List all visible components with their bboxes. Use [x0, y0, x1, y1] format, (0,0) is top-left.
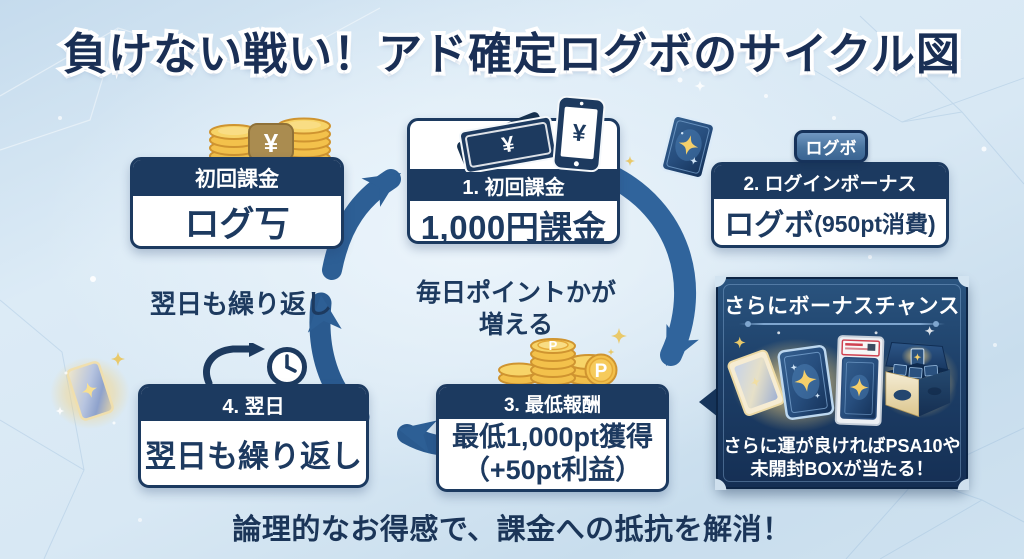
card-step3-body: 最低1,000pt獲得 （+50pt利益） — [439, 419, 666, 489]
bonus-panel: さらにボーナスチャンス — [715, 276, 969, 490]
card-step2-header: 2. ログインボーナス — [714, 165, 946, 199]
card-step2: 2. ログインボーナス ログボ(950pt消費) — [711, 162, 949, 248]
repeat-clock-icon — [203, 343, 307, 387]
tagline: 論理的なお得感で、課金への抵抗を解消！ — [232, 514, 792, 546]
bonus-cards-illustration — [727, 325, 958, 433]
login-card-icon — [660, 114, 716, 180]
repeat-note: 翌日も繰り返し — [150, 289, 333, 319]
card-step4-body: 翌日も繰り返し — [145, 438, 362, 474]
card-precharge: 初回課金 ログ丂 — [130, 157, 344, 249]
daily-points-note: 毎日ポイントかが 増える — [400, 277, 632, 341]
yen-tag-symbol: ¥ — [264, 128, 279, 158]
bonus-panel-title: さらにボーナスチャンス — [724, 295, 960, 318]
coin-point-symbol-front: P — [595, 361, 608, 382]
card-step3-body-line2: （+50pt利益） — [462, 455, 643, 485]
daily-points-note-line1: 毎日ポイントかが — [415, 279, 616, 307]
daily-points-note-line2: 増える — [478, 311, 554, 339]
card-step1: 1. 初回課金 1,000円課金 — [407, 118, 620, 244]
card-step2-body-main: ログボ — [724, 209, 815, 242]
card-step3-body-line1: 最低1,000pt獲得 — [451, 422, 654, 453]
bonus-panel-caption: さらに運が良ければPSA10や 未開封BOXが当たる！ — [723, 435, 960, 480]
card-precharge-body: ログ丂 — [184, 205, 290, 244]
bonus-caption-line2: 未開封BOXが当たる！ — [750, 458, 934, 479]
card-step3: 3. 最低報酬 最低1,000pt獲得 （+50pt利益） — [436, 384, 669, 492]
glow-card-icon — [50, 352, 130, 429]
logbo-badge: ログボ — [794, 130, 868, 163]
page-title: 負けない戦い！アド確定ログボのサイクル図 — [59, 26, 964, 83]
card-step4: 4. 翌日 翌日も繰り返し — [138, 384, 369, 488]
bonus-caption-line1: さらに運が良ければPSA10や — [723, 436, 961, 456]
card-precharge-header: 初回課金 — [133, 160, 341, 196]
panel-divider — [739, 321, 945, 327]
card-step1-body: 1,000円課金 — [420, 209, 607, 244]
bonus-panel-pointer — [699, 387, 718, 417]
card-step4-header: 4. 翌日 — [141, 387, 366, 421]
card-step2-body: ログボ(950pt消費) — [714, 199, 946, 245]
card-step3-header: 3. 最低報酬 — [439, 387, 666, 419]
card-step1-header: 1. 初回課金 — [410, 169, 617, 201]
card-step2-body-note: (950pt消費) — [814, 211, 936, 237]
